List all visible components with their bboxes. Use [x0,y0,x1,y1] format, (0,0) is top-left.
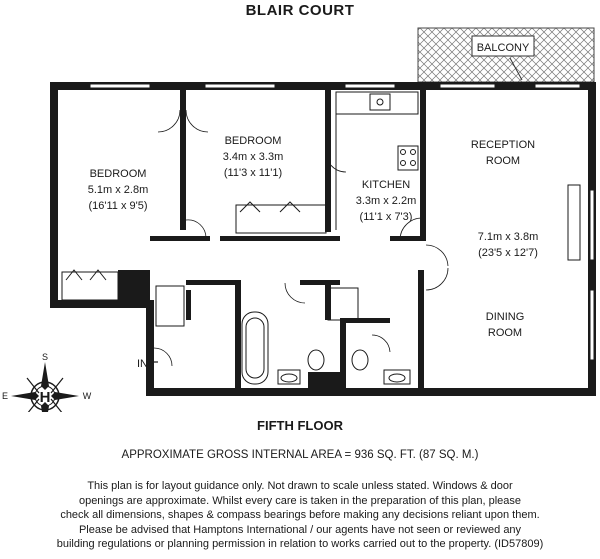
disclaimer-line: Please be advised that Hamptons Internat… [78,523,522,536]
hob-icon [397,145,419,171]
kitchen-imperial: (11'1 x 7'3) [360,211,413,223]
windows [89,83,595,361]
toilet-icon [307,349,325,371]
reception-window-recess [567,184,581,261]
compass-right: W [83,391,92,401]
property-title: BLAIR COURT [245,2,355,19]
bedroom1-name: BEDROOM [90,168,147,180]
toilet-icon-2 [351,349,369,371]
disclaimer: This plan is for layout guidance only. N… [30,479,570,552]
bedroom1-metric: 5.1m x 2.8m [88,184,149,196]
dining-name-2: ROOM [488,327,522,339]
tap-icon [376,98,384,106]
bath-icon [241,311,269,385]
kitchen-name: KITCHEN [362,179,410,191]
bedroom2-metric: 3.4m x 3.3m [223,151,284,163]
reception-imperial: (23'5 x 12'7) [478,247,538,259]
dining-name-1: DINING [486,311,525,323]
kitchen-fixtures [335,91,419,230]
balcony: BALCONY [417,27,595,83]
gross-area: APPROXIMATE GROSS INTERNAL AREA = 936 SQ… [121,449,479,461]
sink-icon [369,93,391,111]
basin-icon-2 [383,369,411,385]
compass-icon: H S W E N [2,352,92,412]
entrance-label: IN [137,358,148,370]
compass-left: E [2,391,8,401]
compass-top: S [42,352,48,362]
basin-icon [277,369,301,385]
bathroom-fixtures [241,311,411,385]
reception-name-1: RECEPTION [471,139,535,151]
entrance: IN [137,347,173,370]
disclaimer-line: This plan is for layout guidance only. N… [87,480,513,492]
floor-plan: BALCONY [2,27,596,412]
reception-metric: 7.1m x 3.8m [478,231,539,243]
balcony-label: BALCONY [477,42,530,54]
compass-center: H [40,389,51,406]
reception-name-2: ROOM [486,155,520,167]
bedroom2-imperial: (11'3 x 11'1) [224,167,282,179]
room-labels: BEDROOM 5.1m x 2.8m (16'11 x 9'5) BEDROO… [88,135,539,339]
disclaimer-line: check all dimensions, shapes & compass b… [60,509,540,522]
floor-label: FIFTH FLOOR [257,418,343,433]
bedroom1-imperial: (16'11 x 9'5) [88,200,147,212]
kitchen-metric: 3.3m x 2.2m [356,195,417,207]
balcony-door-icon [509,57,523,81]
disclaimer-line: openings are approximate. Whilst every c… [78,494,522,507]
wardrobes [61,201,359,327]
door-swings [157,109,449,353]
bedroom2-name: BEDROOM [225,135,282,147]
disclaimer-line: building regulations or planning permiss… [56,538,544,551]
